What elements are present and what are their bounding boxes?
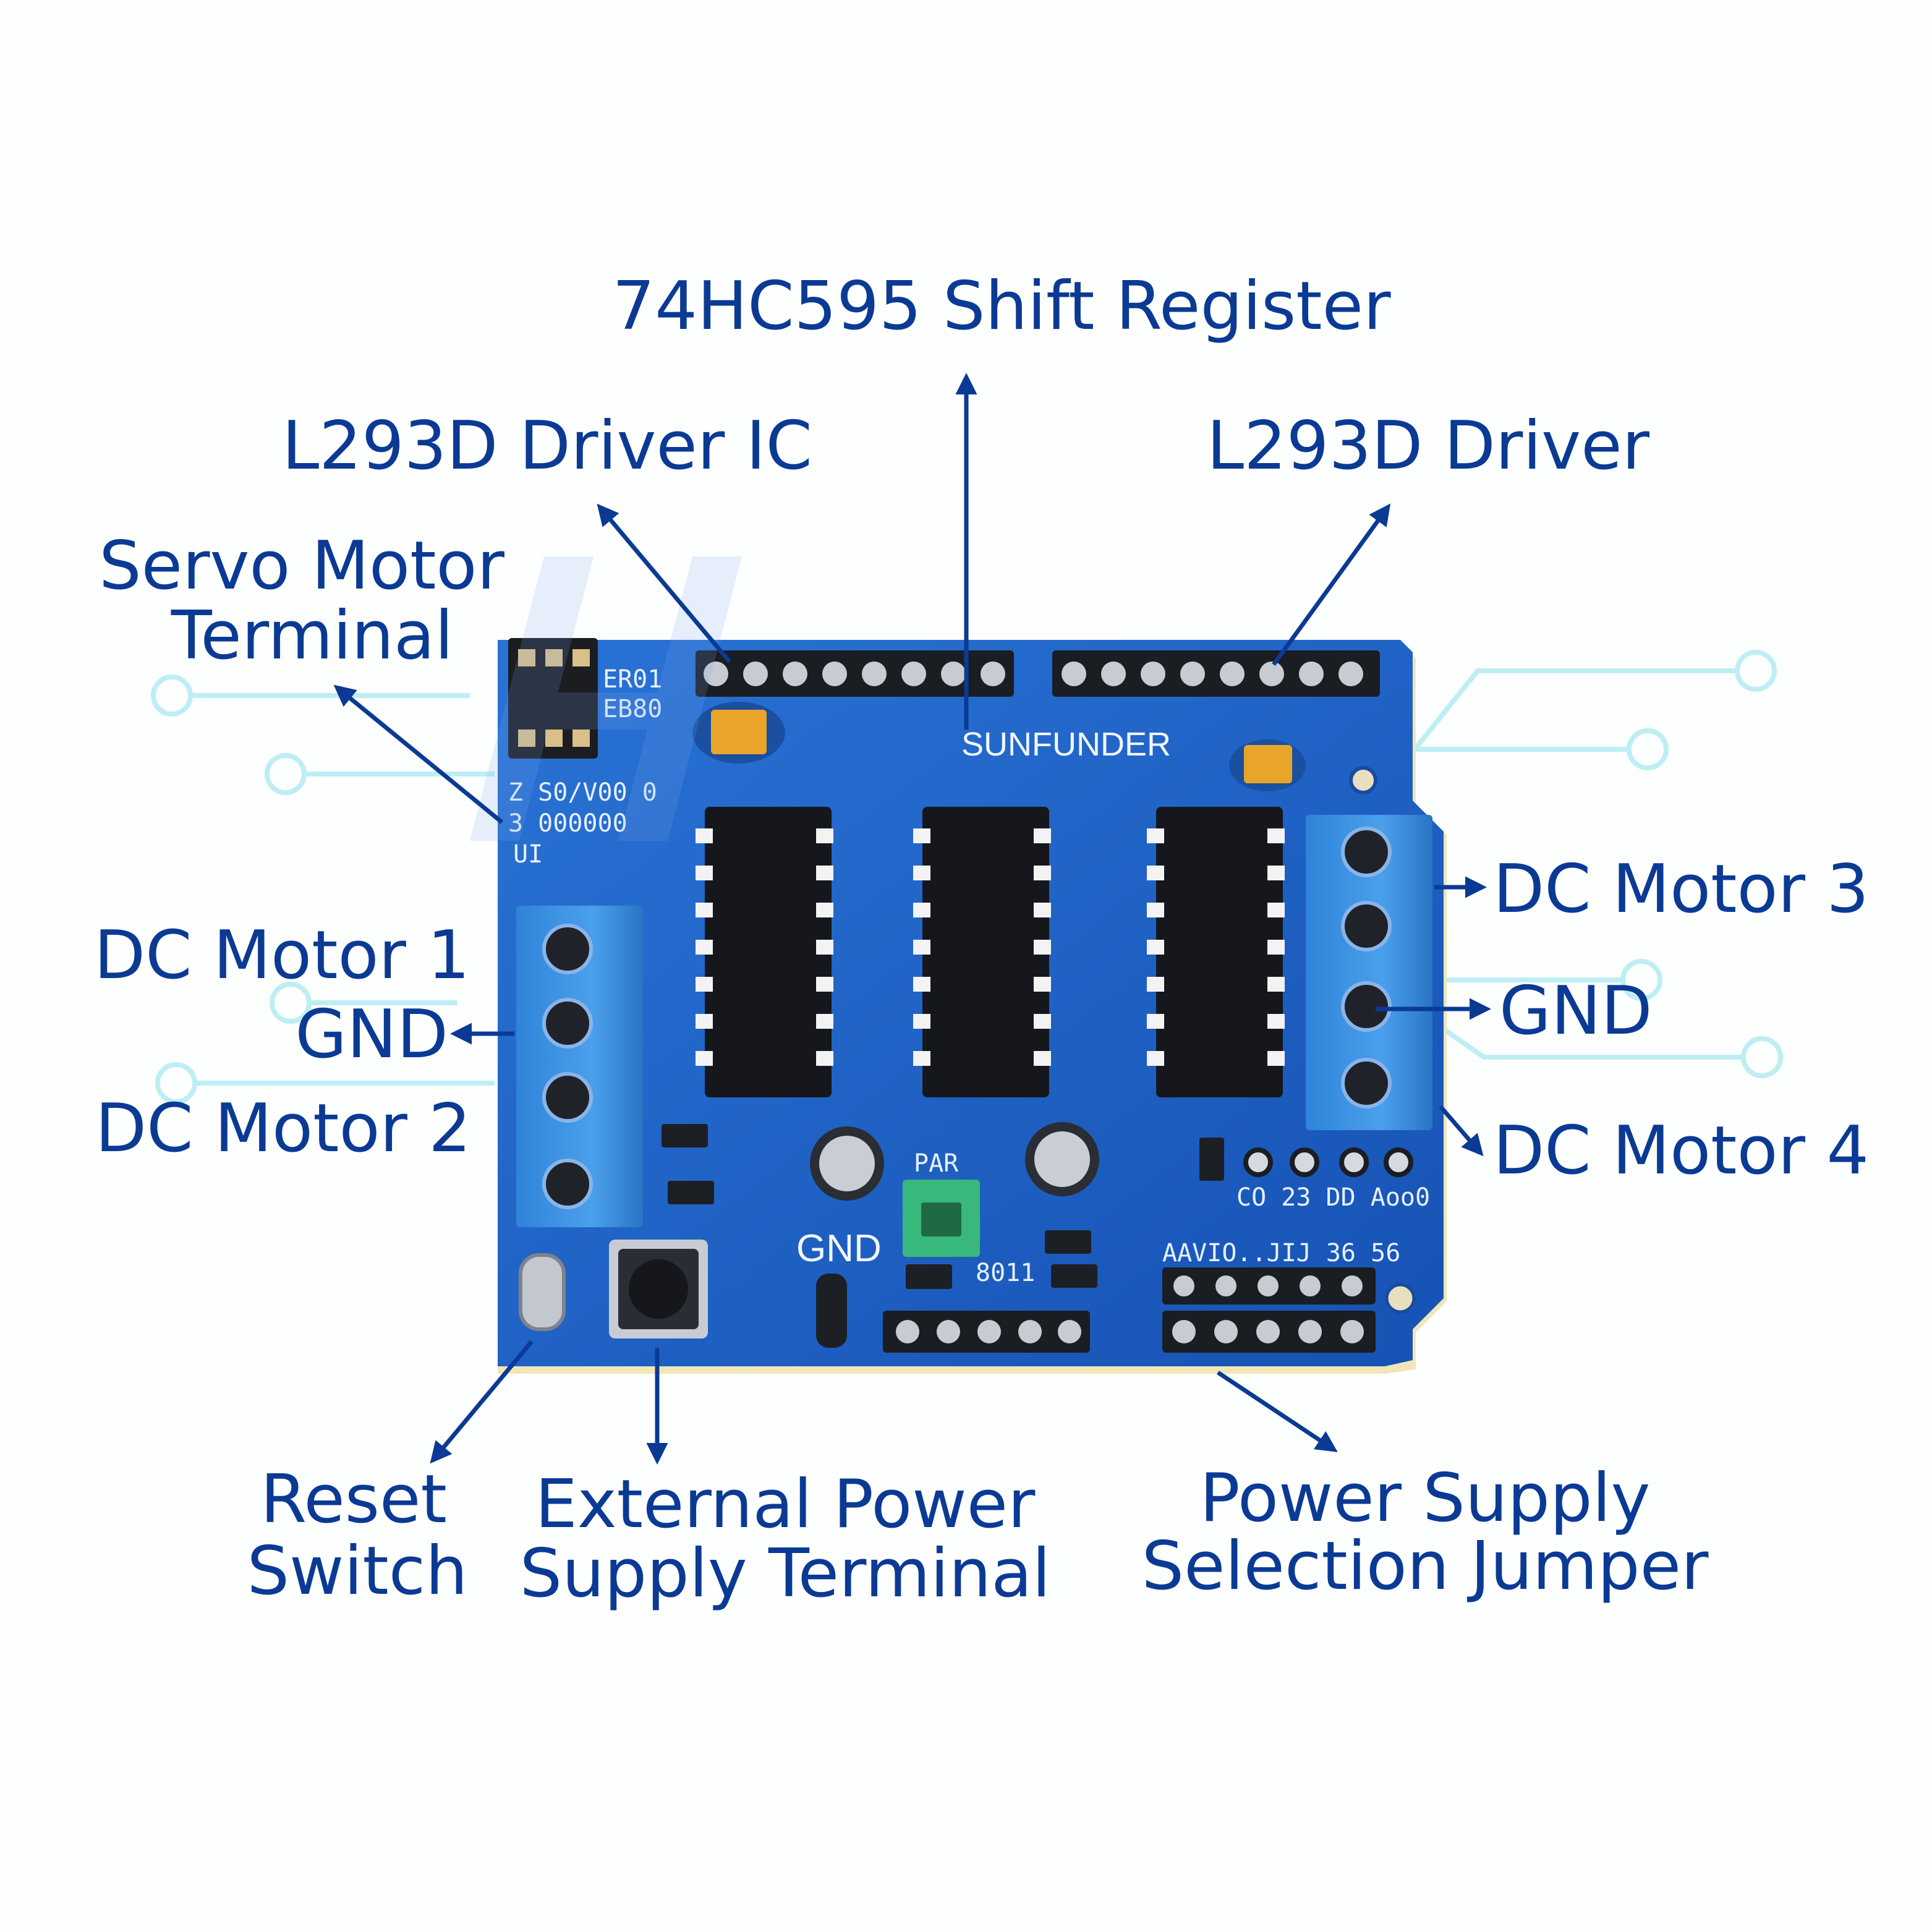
arrow-dc-motor-4 (1439, 1105, 1484, 1157)
label-dc-motor-4: DC Motor 4 (1493, 1112, 1869, 1189)
pcb-board: ER01 EB80 Z S0/V00 0 3 000000 UI SUNFUND… (498, 638, 1447, 1374)
label-psu-jumper-line1: Power Supply (1200, 1460, 1651, 1537)
green-jumper (903, 1180, 980, 1257)
label-ext-power-line1: External Power (535, 1466, 1036, 1543)
reset-button (609, 1240, 708, 1338)
tantalum-cap-right (1229, 739, 1306, 791)
label-reset-line1: Reset (260, 1461, 447, 1538)
silk-small: 8011 (976, 1259, 1035, 1287)
silk-gnd: GND (796, 1227, 882, 1270)
pad-row (1243, 1147, 1413, 1177)
label-gnd-right: GND (1499, 972, 1653, 1050)
label-dc-motor-2: DC Motor 2 (95, 1090, 471, 1167)
top-header-left (696, 650, 1014, 697)
silk-ero1: ER01 (603, 665, 662, 694)
arrow-psu-jumper (1217, 1371, 1338, 1452)
ic-l293d-right (1147, 807, 1285, 1097)
label-dc-motor-3: DC Motor 3 (1493, 851, 1869, 928)
label-driver-ic-left: L293D Driver IC (282, 407, 812, 485)
silk-bottom-right: AAVIO..JIJ 36 56 (1162, 1239, 1400, 1267)
silk-eb80: EB80 (603, 695, 662, 723)
label-gnd-left: GND (295, 996, 448, 1073)
label-dc-motor-1: DC Motor 1 (94, 917, 470, 994)
arrow-driver-right (1272, 503, 1391, 666)
label-shift-register: 74HC595 Shift Register (613, 268, 1392, 345)
label-servo-line2: Terminal (171, 597, 453, 674)
mount-hole-bottom (1385, 1283, 1416, 1314)
annotation-arrows (333, 373, 1491, 1465)
capacitor-left (810, 1126, 884, 1201)
watermark (470, 556, 742, 841)
silk-pwr: PAR (914, 1149, 959, 1178)
top-header-right (1052, 650, 1380, 697)
label-ext-power-line2: Supply Terminal (520, 1535, 1051, 1612)
mount-hole (1349, 766, 1377, 794)
label-driver-right: L293D Driver (1207, 407, 1650, 485)
silk-ui: UI (513, 840, 543, 869)
label-reset-line2: Switch (247, 1533, 467, 1610)
silk-row1: Z S0/V00 0 (508, 778, 657, 807)
arrow-servo (333, 684, 504, 824)
bottom-header-left (883, 1311, 1090, 1353)
crystal (519, 1253, 566, 1331)
label-servo-line1: Servo Motor (99, 527, 504, 605)
silk-row2: 3 000000 (508, 809, 628, 838)
ic-l293d-left (696, 807, 833, 1097)
terminal-block-right (1306, 815, 1432, 1130)
tantalum-cap-left (692, 702, 785, 764)
arrow-driver-ic-left (597, 503, 731, 663)
silk-pads: CO 23 DD Aoo0 (1236, 1183, 1430, 1212)
power-jumper-header (1162, 1267, 1376, 1353)
servo-header (508, 638, 598, 759)
capacitor-right (1025, 1122, 1099, 1196)
decorative-traces (151, 650, 1783, 1104)
labels: 74HC595 Shift Register L293D Driver IC L… (94, 268, 1869, 1612)
transistor (816, 1274, 847, 1348)
silk-brand: SUNFUNDER (961, 726, 1171, 763)
ic-74hc595 (913, 807, 1051, 1097)
smd-parts (662, 1124, 1224, 1289)
terminal-block-left (516, 906, 643, 1227)
label-psu-jumper-line2: Selection Jumper (1142, 1528, 1709, 1605)
arrow-reset (430, 1340, 534, 1464)
